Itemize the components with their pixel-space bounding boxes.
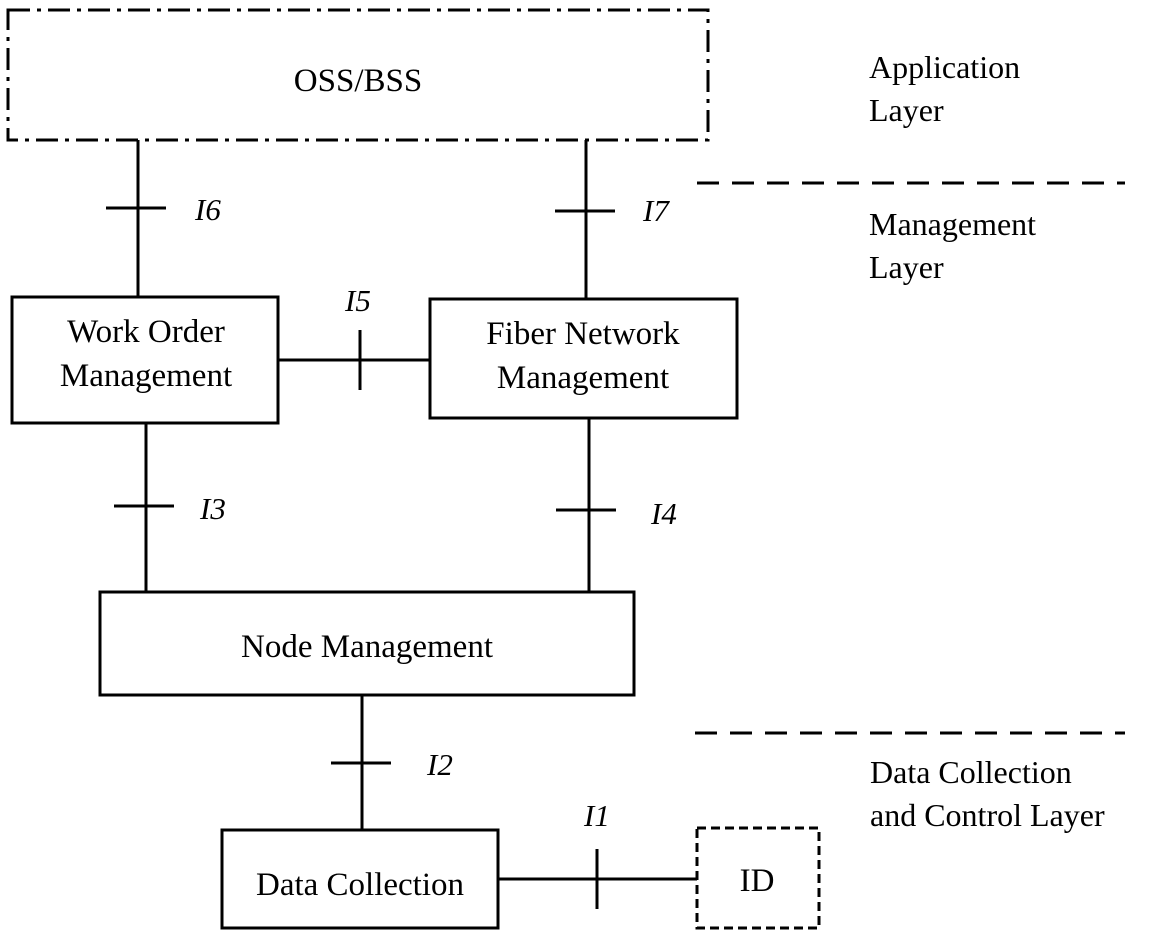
interface-label-i3: I3 [199,491,226,526]
interface-label-i1: I1 [583,798,610,833]
interface-label-i7: I7 [642,193,670,228]
fiber-network-label-line1: Fiber Network [486,316,680,352]
id-label: ID [740,863,775,899]
oss-bss-node[interactable]: OSS/BSS [6,8,710,142]
data-collection-node[interactable]: Data Collection [220,828,500,930]
fiber-network-label-line2: Management [497,360,669,396]
node-management-node[interactable]: Node Management [98,590,636,697]
interface-label-i5: I5 [344,283,371,318]
svg-text:Application: Application [869,49,1020,85]
svg-text:Data Collection: Data Collection [870,754,1072,790]
fiber-network-management-node[interactable]: Fiber Network Management [428,297,739,420]
oss-bss-label: OSS/BSS [294,63,422,99]
work-order-label-line2: Management [60,358,232,394]
work-order-label-line1: Work Order [67,314,225,350]
svg-text:Layer: Layer [869,249,944,285]
data-collection-label: Data Collection [256,867,464,903]
interface-label-i6: I6 [194,192,221,227]
svg-text:Layer: Layer [869,92,944,128]
interface-label-i4: I4 [650,496,677,531]
id-node[interactable]: ID [695,826,821,930]
node-management-label: Node Management [241,629,493,665]
layer-label-data-collection: Data Collection and Control Layer [870,754,1105,833]
svg-text:Management: Management [869,206,1036,242]
svg-text:and Control Layer: and Control Layer [870,797,1105,833]
layer-label-application: Application Layer [869,49,1020,128]
work-order-management-node[interactable]: Work Order Management [10,295,280,425]
layer-label-management: Management Layer [869,206,1036,285]
interface-label-i2: I2 [426,747,453,782]
